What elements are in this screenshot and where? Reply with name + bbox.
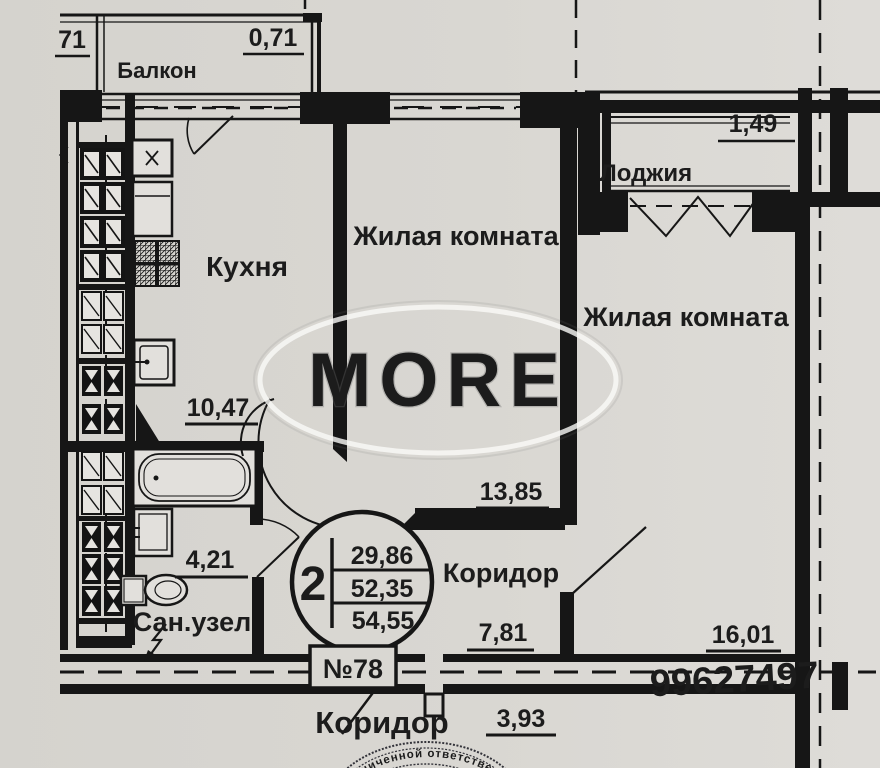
bathroom-area: 4,21: [186, 546, 235, 574]
loggia-glazing-zigzag: [629, 195, 758, 238]
living-room-2-area: 16,01: [712, 621, 775, 649]
apartment-area-value: 52,35: [351, 575, 414, 603]
kitchen-sink-icon: [132, 338, 176, 387]
living-area-value: 29,86: [351, 542, 414, 570]
toilet-icon: [119, 573, 189, 607]
balcony-door-arc: [186, 117, 195, 155]
kitchen-fixtures: [130, 138, 180, 446]
more-watermark: MORE: [253, 300, 623, 460]
cabinet-icon: [131, 180, 174, 238]
kitchen-label: Кухня: [206, 251, 288, 282]
balcony-label: Балкон: [117, 58, 196, 83]
loggia-label: Лоджия: [600, 160, 692, 187]
kitchen-area: 10,47: [187, 394, 250, 422]
bathroom-door-arc: [256, 518, 300, 538]
balcony-area: 0,71: [249, 24, 298, 52]
apartment-number: №78: [323, 654, 383, 684]
bathroom-label: Сан.узел: [133, 607, 252, 637]
wall-break-icon: [58, 146, 69, 164]
stove-icon: [134, 240, 180, 287]
more-watermark-text: MORE: [308, 338, 568, 423]
washbasin-icon: [130, 507, 174, 558]
rooms-count: 2: [300, 558, 327, 611]
walls: [60, 13, 880, 768]
entrance-hall-label: Коридор: [315, 705, 448, 740]
faint-number-watermark: 99627497: [649, 655, 820, 706]
bathroom-fixtures: [119, 447, 258, 661]
corridor-area: 7,81: [479, 619, 528, 647]
total-area-value: 54,55: [352, 607, 415, 635]
apartment-number-box: №78: [308, 644, 398, 690]
summary-circle: 2 29,86 52,35 54,55: [289, 509, 435, 655]
entrance-hall-area: 3,93: [497, 705, 546, 733]
axis-lines: [60, 0, 880, 768]
living-room-1-area: 13,85: [480, 478, 543, 506]
room2-door-leaf: [571, 526, 647, 595]
neighbor-balcony-area: 71: [58, 26, 86, 54]
bathtub-icon: [131, 447, 258, 508]
balcony-door-leaf: [193, 115, 234, 155]
bathroom-door-leaf: [256, 536, 300, 578]
living-room-1-label: Жилая комната: [352, 221, 559, 251]
living-room-2-label: Жилая комната: [582, 302, 789, 332]
corner-triangle: [136, 404, 162, 446]
corridor-label: Коридор: [443, 558, 559, 588]
electric-panel-arrow-icon: [144, 623, 167, 661]
loggia-area: 1,49: [729, 110, 778, 138]
